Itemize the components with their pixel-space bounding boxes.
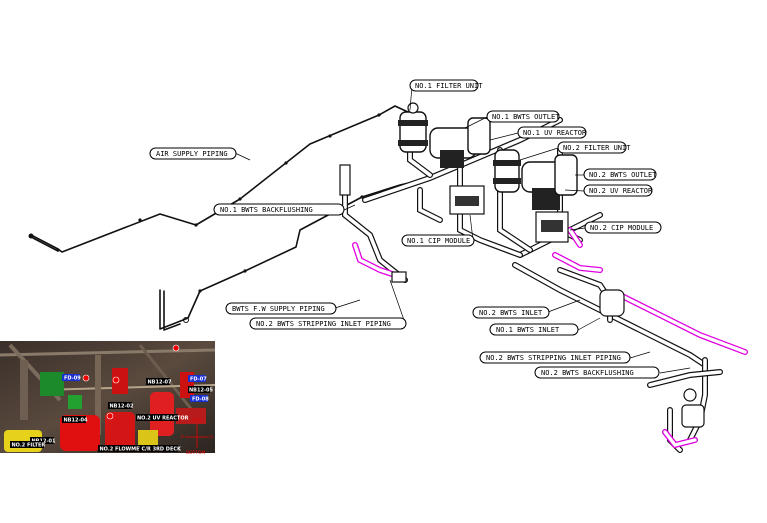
label-bwts-outlet-2: NO.2 BWTS OUTLET	[583, 168, 657, 181]
label-stripping-inlet-2-upper: NO.2 BWTS STRIPPING INLET PIPING	[249, 317, 407, 330]
svg-text:NO.2 UV REACTOR: NO.2 UV REACTOR	[137, 416, 189, 422]
svg-text:FD-08: FD-08	[192, 397, 209, 403]
label-bwts-backflushing-2: NO.2 BWTS BACKFLUSHING	[534, 366, 660, 379]
svg-text:NO.2 BWTS STRIPPING INLET PIPI: NO.2 BWTS STRIPPING INLET PIPING	[486, 354, 621, 362]
svg-text:NB12-02: NB12-02	[110, 404, 135, 410]
svg-text:NO.2 FILTER UNIT: NO.2 FILTER UNIT	[563, 144, 631, 152]
photo-captions: NO.2 FILTER NO.2 FLOWMETER C/R 3RD DECK …	[10, 414, 189, 453]
svg-text:BOTTOM: BOTTOM	[186, 450, 206, 456]
svg-text:AIR SUPPLY PIPING: AIR SUPPLY PIPING	[156, 150, 228, 158]
label-filter-unit-2: NO.2 FILTER UNIT	[557, 141, 631, 154]
leader-lines	[234, 85, 691, 374]
label-bwts-inlet-1: NO.1 BWTS INLET	[489, 323, 579, 336]
svg-text:NO.2 BWTS BACKFLUSHING: NO.2 BWTS BACKFLUSHING	[541, 369, 634, 377]
equipment	[339, 102, 705, 428]
callout-labels: NO.1 FILTER UNIT NO.1 BWTS OUTLET NO.1 U…	[149, 79, 662, 379]
svg-text:C/R 3RD DECK: C/R 3RD DECK	[142, 447, 183, 453]
svg-text:NO.1 CIP MODULE: NO.1 CIP MODULE	[407, 237, 470, 245]
svg-text:NO.2 FILTER: NO.2 FILTER	[12, 443, 46, 449]
svg-text:BWTS F.W SUPPLY PIPING: BWTS F.W SUPPLY PIPING	[232, 305, 325, 313]
label-bwts-backflushing-1: NO.1 BWTS BACKFLUSHING	[213, 203, 345, 216]
svg-text:FD-07: FD-07	[190, 377, 207, 383]
svg-text:TOP: TOP	[191, 418, 201, 424]
orientation-indicator: TOP BOTTOM P S	[181, 418, 213, 456]
svg-text:NO.1 BWTS BACKFLUSHING: NO.1 BWTS BACKFLUSHING	[220, 206, 313, 214]
svg-text:FD-09: FD-09	[64, 376, 81, 382]
site-photo-inset: FD-09 FD-07 FD-08 NB12-07 NB12-02 NB12-0…	[0, 341, 216, 453]
label-stripping-inlet-2-lower: NO.2 BWTS STRIPPING INLET PIPING	[479, 351, 631, 364]
fw-supply-piping	[159, 177, 431, 331]
air-supply-piping	[28, 105, 409, 253]
svg-text:NO.2 CIP MODULE: NO.2 CIP MODULE	[590, 224, 653, 232]
label-cip-module-1: NO.1 CIP MODULE	[401, 234, 475, 247]
svg-text:NB12-04: NB12-04	[64, 418, 89, 424]
highlighted-pipes	[352, 227, 748, 449]
svg-text:NO.1 BWTS INLET: NO.1 BWTS INLET	[496, 326, 560, 334]
label-bwts-outlet-1: NO.1 BWTS OUTLET	[486, 110, 560, 123]
svg-text:NO.1 FILTER UNIT: NO.1 FILTER UNIT	[415, 82, 483, 90]
svg-text:P: P	[181, 435, 184, 441]
label-fw-supply-piping: BWTS F.W SUPPLY PIPING	[225, 302, 337, 315]
svg-text:NO.2 FLOWMETER: NO.2 FLOWMETER	[100, 447, 151, 453]
svg-text:NB12-07: NB12-07	[148, 380, 173, 386]
svg-text:NO.2 BWTS STRIPPING INLET PIPI: NO.2 BWTS STRIPPING INLET PIPING	[256, 320, 391, 328]
label-uv-reactor-1: NO.1 UV REACTOR	[517, 126, 587, 139]
label-air-supply-piping: AIR SUPPLY PIPING	[149, 147, 237, 160]
label-uv-reactor-2: NO.2 UV REACTOR	[583, 184, 653, 197]
svg-text:NB12-05: NB12-05	[189, 388, 214, 394]
svg-text:NO.2 UV REACTOR: NO.2 UV REACTOR	[589, 187, 653, 195]
svg-text:S: S	[210, 435, 213, 441]
label-bwts-inlet-2: NO.2 BWTS INLET	[472, 306, 550, 319]
svg-text:NO.1 BWTS OUTLET: NO.1 BWTS OUTLET	[492, 113, 560, 121]
svg-text:NO.2 BWTS INLET: NO.2 BWTS INLET	[479, 309, 543, 317]
label-cip-module-2: NO.2 CIP MODULE	[584, 221, 662, 234]
svg-text:NO.2 BWTS OUTLET: NO.2 BWTS OUTLET	[589, 171, 657, 179]
label-filter-unit-1: NO.1 FILTER UNIT	[409, 79, 483, 92]
svg-text:NO.1 UV REACTOR: NO.1 UV REACTOR	[523, 129, 587, 137]
